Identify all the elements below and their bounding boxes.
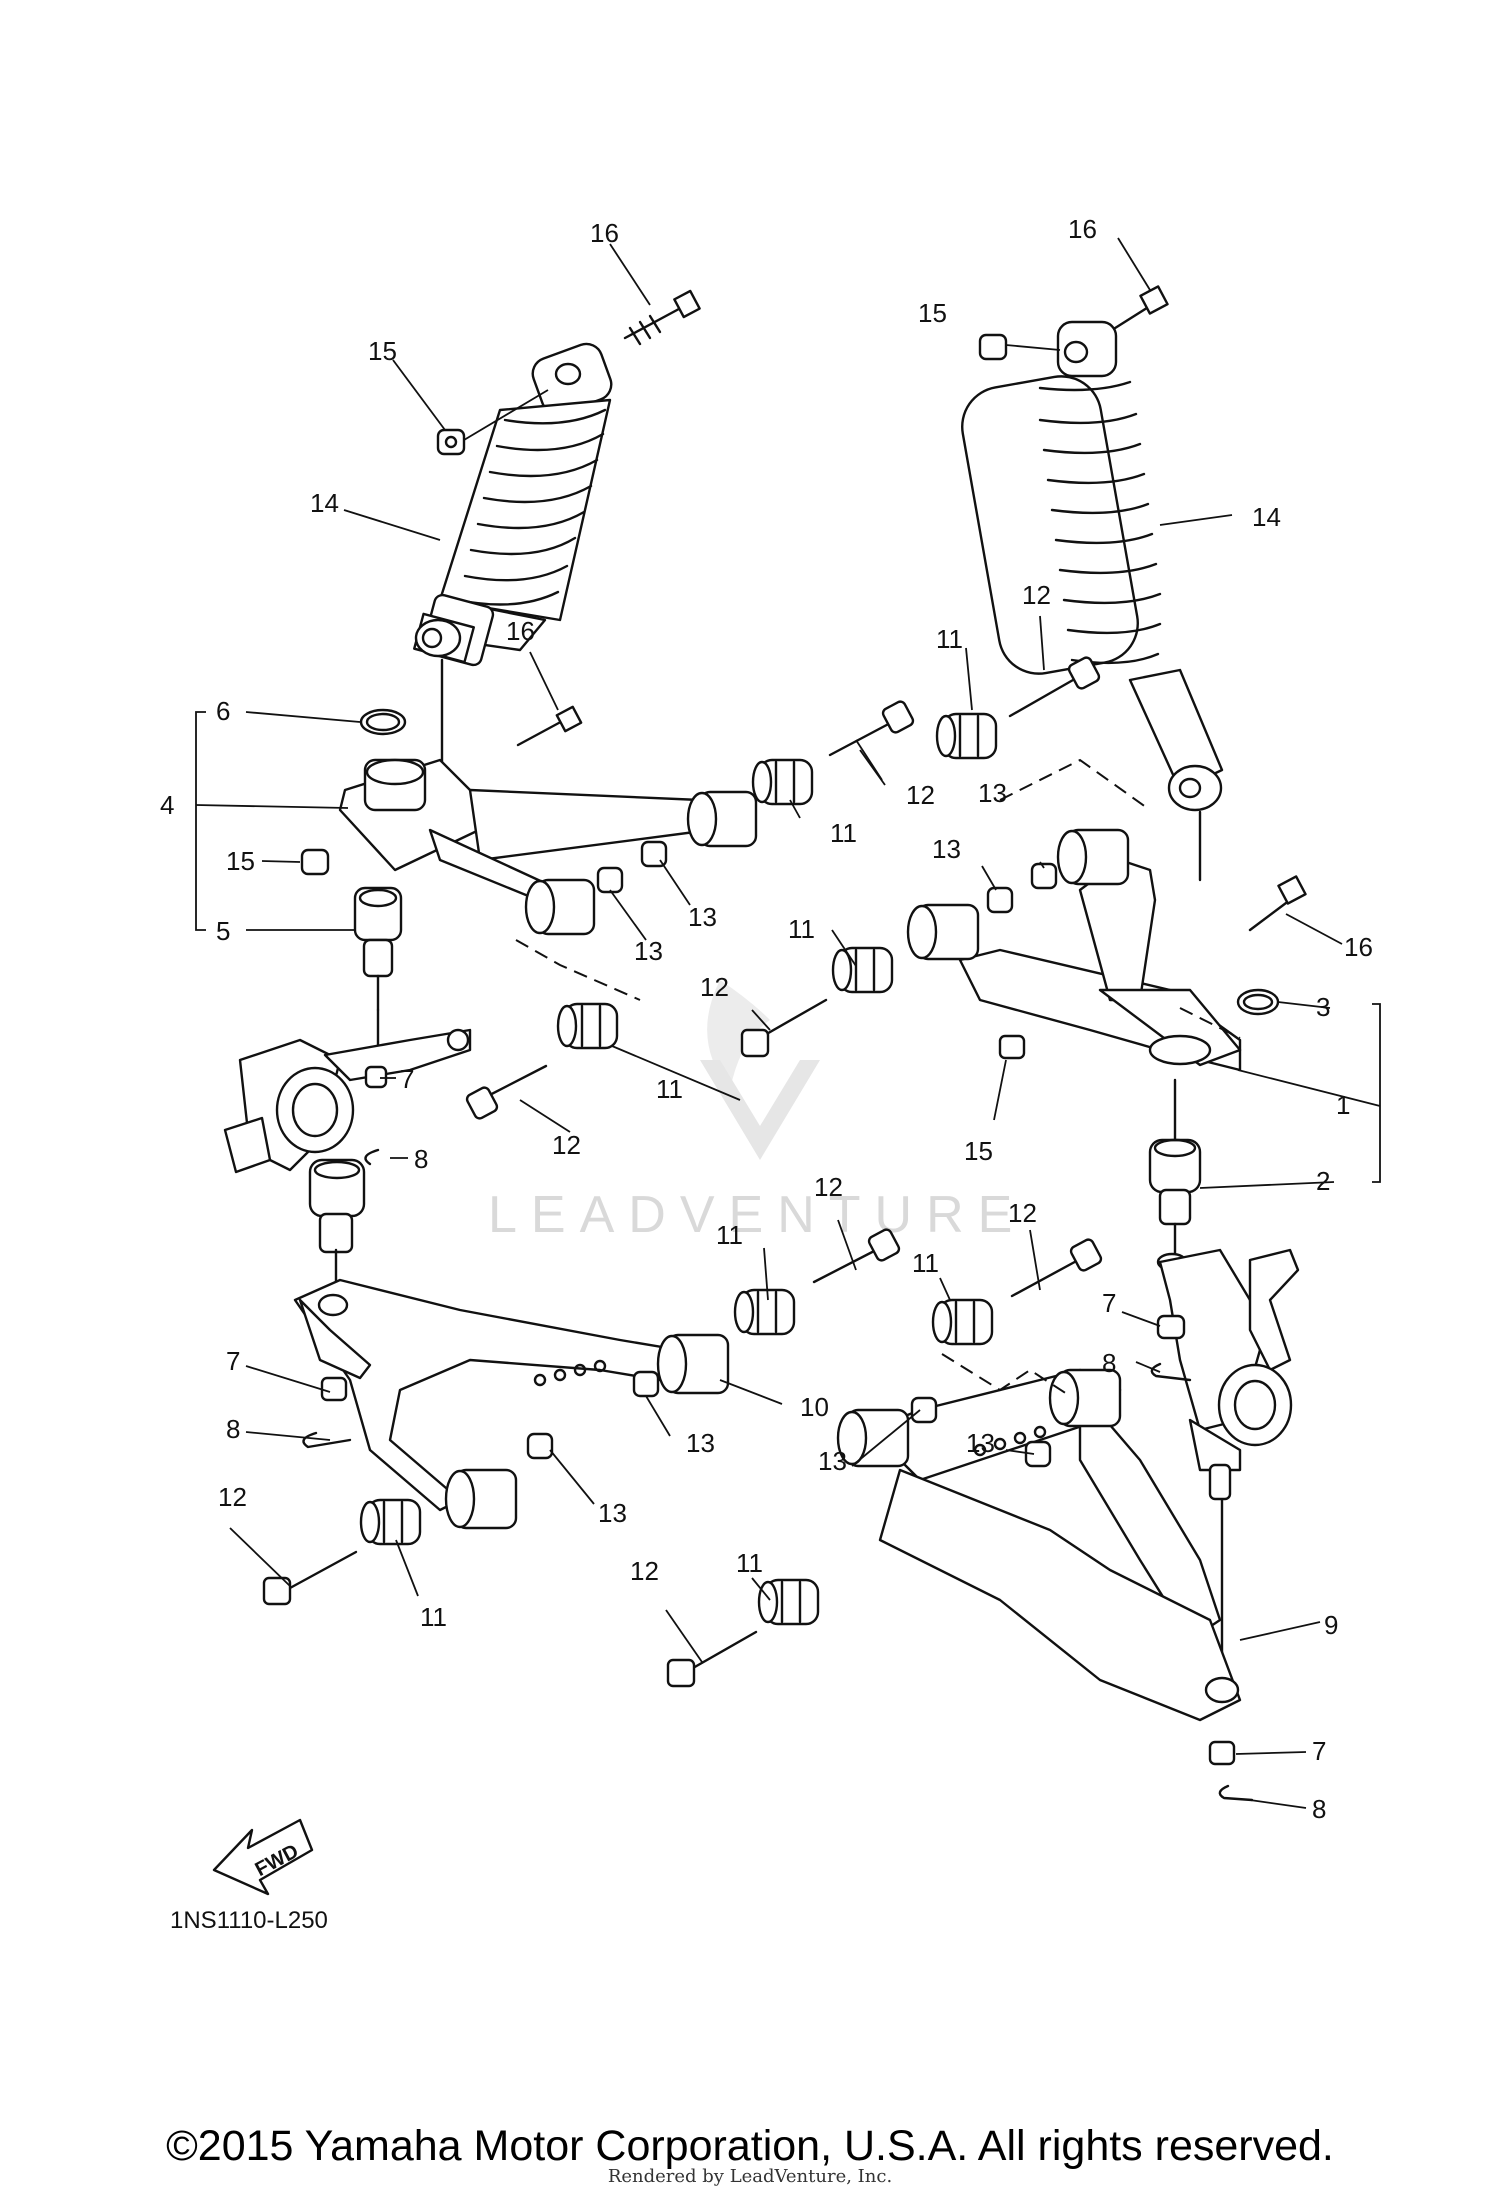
right-shock-absorber xyxy=(961,285,1224,882)
callout-8: 8 xyxy=(1102,1348,1116,1378)
callout-7: 7 xyxy=(226,1346,240,1376)
callout-6: 6 xyxy=(216,696,230,726)
bolt-16-right-upper-arm xyxy=(1248,875,1307,932)
callout-11: 11 xyxy=(736,1548,763,1578)
callout-7: 7 xyxy=(1312,1736,1326,1766)
bushing-11-right-upper-front xyxy=(831,946,894,994)
left-lower-arm xyxy=(262,1228,901,1606)
bushing-11-left-lower-rear xyxy=(733,1288,796,1336)
watermark-text: LEADVENTURE xyxy=(488,1186,1026,1244)
callout-15: 15 xyxy=(918,298,947,328)
copyright-notice: ©2015 Yamaha Motor Corporation, U.S.A. A… xyxy=(166,2122,1334,2170)
callout-13: 13 xyxy=(598,1498,627,1528)
callout-10: 10 xyxy=(800,1392,829,1422)
callout-11: 11 xyxy=(656,1074,683,1104)
bolt-16-left-top xyxy=(623,289,701,346)
callout-11: 11 xyxy=(788,914,815,944)
diagram-code: 1NS1110-L250 xyxy=(170,1907,328,1934)
bolt-12-right-lower-rear xyxy=(1010,1238,1103,1298)
callout-8: 8 xyxy=(226,1414,240,1444)
callout-3: 3 xyxy=(1316,992,1330,1022)
callout-12: 12 xyxy=(552,1130,581,1160)
circlip-6 xyxy=(359,708,407,736)
bushing-11-left-upper-front xyxy=(556,1002,619,1050)
callout-15: 15 xyxy=(226,846,255,876)
callout-12: 12 xyxy=(1022,580,1051,610)
callout-13: 13 xyxy=(818,1446,847,1476)
callout-9: 9 xyxy=(1324,1610,1338,1640)
callout-12: 12 xyxy=(814,1172,843,1202)
callout-leaders xyxy=(195,237,1381,1809)
nut-15-left-top xyxy=(436,428,466,456)
left-steering-knuckle xyxy=(223,1028,472,1302)
callout-12: 12 xyxy=(630,1556,659,1586)
ball-joint-5 xyxy=(353,886,403,1012)
callout-12: 12 xyxy=(1008,1198,1037,1228)
callout-7: 7 xyxy=(1102,1288,1116,1318)
callout-15: 15 xyxy=(964,1136,993,1166)
callout-7: 7 xyxy=(400,1064,414,1094)
bushing-10 xyxy=(656,1333,730,1395)
callout-14: 14 xyxy=(310,488,339,518)
bushing-11-left-lower-front xyxy=(359,1498,422,1546)
circlip-3 xyxy=(1236,988,1280,1016)
callout-numbers: 16 15 14 16 6 4 15 5 7 8 13 13 11 12 11 … xyxy=(160,214,1373,1824)
callout-13: 13 xyxy=(688,902,717,932)
callout-16: 16 xyxy=(506,616,535,646)
callout-5: 5 xyxy=(216,916,230,946)
callout-4: 4 xyxy=(160,790,174,820)
left-upper-arm xyxy=(300,700,915,1120)
callout-12: 12 xyxy=(218,1482,247,1512)
bolt-12-left-lower-rear xyxy=(812,1228,901,1284)
callout-11: 11 xyxy=(936,624,963,654)
bushing-11-right-lower-rear xyxy=(931,1298,994,1346)
ball-joint-2 xyxy=(1148,1138,1202,1262)
bolt-12-left-upper-front xyxy=(465,1064,548,1120)
callout-16: 16 xyxy=(590,218,619,248)
fwd-arrow-icon: FWD xyxy=(212,1818,314,1896)
callout-11: 11 xyxy=(912,1248,939,1278)
callout-13: 13 xyxy=(634,936,663,966)
callout-12: 12 xyxy=(700,972,729,1002)
watermark: LEADVENTURE xyxy=(488,980,1026,1244)
bushing-11-right-lower-front xyxy=(757,1578,820,1626)
bolt-12-right-lower-front xyxy=(666,1630,758,1688)
callout-16: 16 xyxy=(1068,214,1097,244)
callout-1: 1 xyxy=(1336,1090,1350,1120)
callout-11: 11 xyxy=(716,1220,743,1250)
callout-14: 14 xyxy=(1252,502,1281,532)
callout-13: 13 xyxy=(978,778,1007,808)
callout-12: 12 xyxy=(906,780,935,810)
callout-8: 8 xyxy=(1312,1794,1326,1824)
callout-8: 8 xyxy=(414,1144,428,1174)
rendered-by-notice: Rendered by LeadVenture, Inc. xyxy=(607,2166,893,2187)
bolt-12-right-upper-rear xyxy=(1008,656,1101,718)
bolt-12-left-upper-rear xyxy=(828,700,915,757)
right-lower-arm xyxy=(666,1238,1254,1802)
callout-13: 13 xyxy=(932,834,961,864)
bushing-11-right-upper-rear xyxy=(935,712,998,760)
callout-2: 2 xyxy=(1316,1166,1330,1196)
right-upper-arm xyxy=(740,656,1307,1262)
callout-11: 11 xyxy=(420,1602,447,1632)
callout-15: 15 xyxy=(368,336,397,366)
callout-13: 13 xyxy=(966,1428,995,1458)
left-shock-absorber xyxy=(413,289,701,792)
bushing-11-left-upper-rear xyxy=(751,758,814,806)
bolt-12-right-upper-front xyxy=(740,998,828,1058)
right-steering-knuckle xyxy=(1150,1248,1300,1692)
callout-11: 11 xyxy=(830,818,857,848)
bolt-12-left-lower-front xyxy=(262,1550,358,1606)
callout-13: 13 xyxy=(686,1428,715,1458)
callout-16: 16 xyxy=(1344,932,1373,962)
